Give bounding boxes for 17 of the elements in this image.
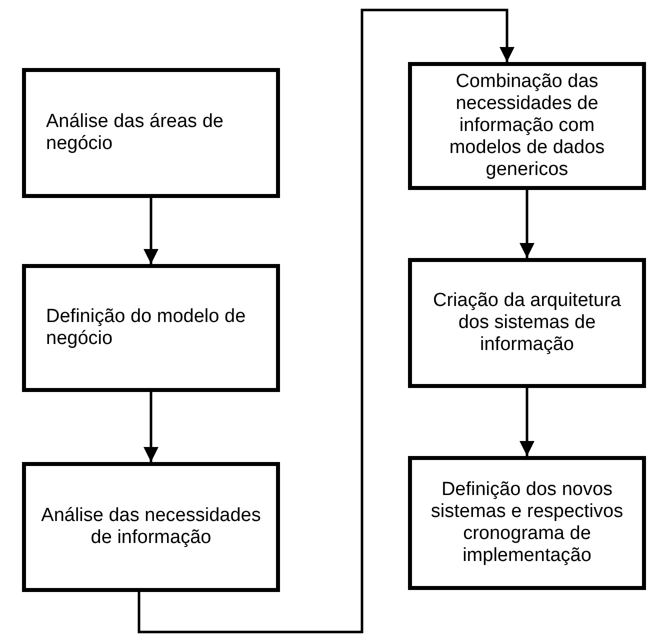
process-box	[408, 456, 646, 590]
box-label: Análise das áreas de negócio	[46, 111, 224, 155]
process-box	[22, 68, 280, 198]
arrow	[144, 198, 158, 264]
arrow	[144, 392, 158, 462]
box-label: Criação da arquitetura dos sistemas de informação	[432, 290, 622, 356]
process-box	[408, 62, 646, 190]
process-box	[408, 258, 646, 388]
arrow	[138, 8, 514, 634]
process-box	[22, 264, 280, 392]
box-label: Definição do modelo de negócio	[46, 306, 247, 350]
arrow	[520, 190, 534, 258]
box-label: Combinação das necessidades de informação com modelos de dados genericos	[448, 71, 606, 181]
arrow	[520, 388, 534, 456]
box-label: Análise das necessidades de informação	[40, 505, 262, 549]
process-box	[22, 462, 280, 592]
box-label: Definição dos novos sistemas e respectivos cronograma de implementação	[430, 479, 624, 567]
